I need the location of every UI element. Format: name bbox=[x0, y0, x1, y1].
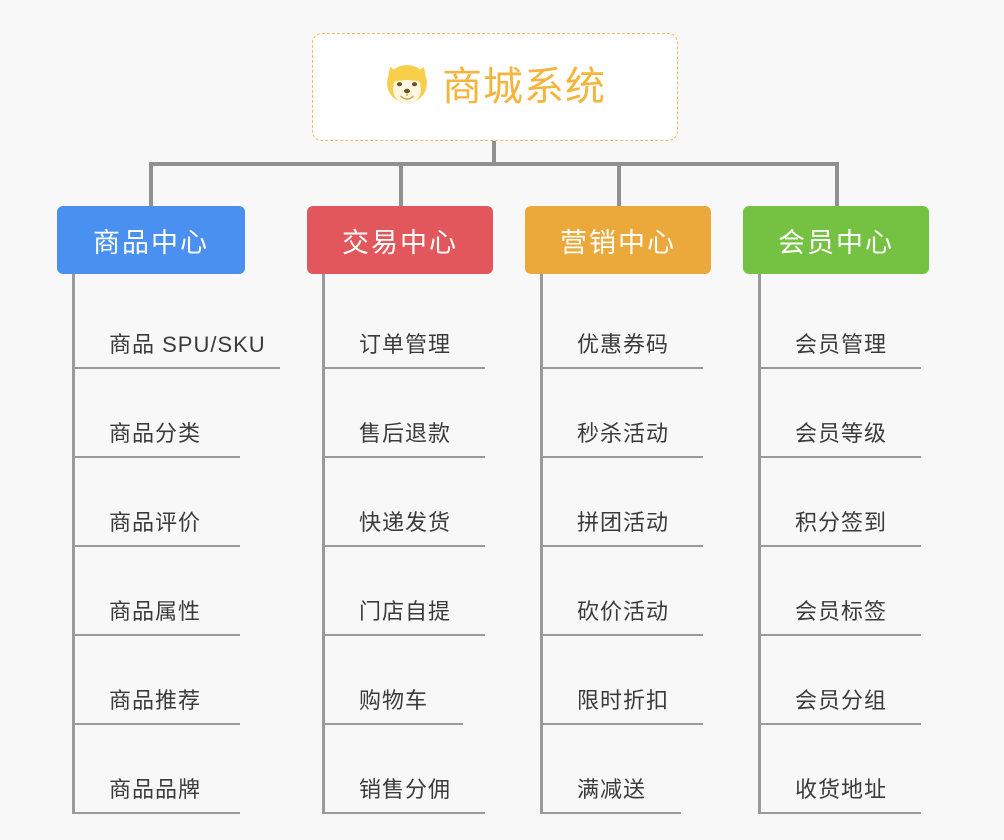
category-label: 营销中心 bbox=[560, 227, 676, 258]
category-label: 商品中心 bbox=[93, 227, 209, 258]
leaf-label: 商品分类 bbox=[109, 420, 202, 446]
branch-column-product-center: 商品中心 商品 SPU/SKU 商品分类 商品评价 商品属性 商品推荐 bbox=[57, 206, 280, 814]
leaf-label: 满减送 bbox=[577, 776, 647, 802]
list-item[interactable]: 商品分类 bbox=[75, 369, 266, 458]
branch-column-marketing-center: 营销中心 优惠券码 秒杀活动 拼团活动 砍价活动 限时折扣 bbox=[525, 206, 711, 814]
connector-drop-1 bbox=[149, 162, 153, 206]
leaf-label: 拼团活动 bbox=[577, 509, 670, 535]
leaf-underline bbox=[75, 456, 240, 458]
leaf-underline bbox=[325, 456, 485, 458]
list-item[interactable]: 商品属性 bbox=[75, 547, 266, 636]
list-item[interactable]: 拼团活动 bbox=[543, 458, 711, 547]
leaf-underline bbox=[75, 812, 240, 814]
leaf-label: 商品属性 bbox=[109, 598, 202, 624]
root-node[interactable]: 商城系统 bbox=[312, 33, 678, 141]
leaf-label: 商品 SPU/SKU bbox=[109, 331, 266, 357]
list-item[interactable]: 积分签到 bbox=[761, 458, 929, 547]
leaf-underline bbox=[325, 545, 485, 547]
leaf-list-member-center: 会员管理 会员等级 积分签到 会员标签 会员分组 收货地址 bbox=[758, 274, 929, 814]
list-item[interactable]: 商品品牌 bbox=[75, 725, 266, 814]
category-box-member-center[interactable]: 会员中心 bbox=[743, 206, 929, 274]
leaf-label: 砍价活动 bbox=[577, 598, 670, 624]
list-item[interactable]: 优惠券码 bbox=[543, 280, 711, 369]
list-item[interactable]: 商品 SPU/SKU bbox=[75, 280, 280, 369]
leaf-list-trade-center: 订单管理 售后退款 快递发货 门店自提 购物车 销售分佣 bbox=[322, 274, 493, 814]
leaf-underline bbox=[325, 723, 463, 725]
leaf-underline bbox=[543, 456, 703, 458]
branch-column-trade-center: 交易中心 订单管理 售后退款 快递发货 门店自提 购物车 bbox=[307, 206, 493, 814]
leaf-underline bbox=[761, 812, 921, 814]
list-item[interactable]: 秒杀活动 bbox=[543, 369, 711, 458]
leaf-label: 优惠券码 bbox=[577, 331, 670, 357]
branch-column-member-center: 会员中心 会员管理 会员等级 积分签到 会员标签 会员分组 bbox=[743, 206, 929, 814]
leaf-label: 会员管理 bbox=[795, 331, 888, 357]
list-item[interactable]: 商品推荐 bbox=[75, 636, 266, 725]
category-label: 交易中心 bbox=[342, 227, 458, 258]
leaf-underline bbox=[543, 367, 703, 369]
list-item[interactable]: 限时折扣 bbox=[543, 636, 711, 725]
leaf-label: 会员等级 bbox=[795, 420, 888, 446]
leaf-label: 限时折扣 bbox=[577, 687, 670, 713]
leaf-label: 商品评价 bbox=[109, 509, 202, 535]
list-item[interactable]: 购物车 bbox=[325, 636, 493, 725]
leaf-label: 商品品牌 bbox=[109, 776, 202, 802]
list-item[interactable]: 砍价活动 bbox=[543, 547, 711, 636]
leaf-underline bbox=[761, 634, 921, 636]
leaf-underline bbox=[543, 812, 681, 814]
leaf-label: 快递发货 bbox=[359, 509, 452, 535]
leaf-label: 秒杀活动 bbox=[577, 420, 670, 446]
leaf-label: 订单管理 bbox=[359, 331, 452, 357]
leaf-underline bbox=[75, 545, 240, 547]
shiba-inu-dog-icon bbox=[384, 65, 430, 109]
leaf-underline bbox=[543, 545, 703, 547]
leaf-label: 会员分组 bbox=[795, 687, 888, 713]
leaf-underline bbox=[543, 723, 703, 725]
list-item[interactable]: 商品评价 bbox=[75, 458, 266, 547]
category-box-trade-center[interactable]: 交易中心 bbox=[307, 206, 493, 274]
leaf-underline bbox=[325, 634, 485, 636]
list-item[interactable]: 售后退款 bbox=[325, 369, 493, 458]
leaf-underline bbox=[761, 723, 921, 725]
leaf-underline bbox=[325, 367, 485, 369]
list-item[interactable]: 会员分组 bbox=[761, 636, 929, 725]
connector-drop-3 bbox=[617, 162, 621, 206]
leaf-label: 售后退款 bbox=[359, 420, 452, 446]
leaf-underline bbox=[761, 367, 921, 369]
list-item[interactable]: 门店自提 bbox=[325, 547, 493, 636]
leaf-label: 商品推荐 bbox=[109, 687, 202, 713]
connector-horizontal-bus bbox=[149, 162, 839, 166]
list-item[interactable]: 快递发货 bbox=[325, 458, 493, 547]
leaf-underline bbox=[75, 723, 240, 725]
list-item[interactable]: 收货地址 bbox=[761, 725, 929, 814]
leaf-label: 收货地址 bbox=[795, 776, 888, 802]
leaf-underline bbox=[75, 367, 280, 369]
list-item[interactable]: 满减送 bbox=[543, 725, 711, 814]
leaf-underline bbox=[543, 634, 703, 636]
root-title: 商城系统 bbox=[442, 65, 606, 109]
leaf-label: 门店自提 bbox=[359, 598, 452, 624]
leaf-list-product-center: 商品 SPU/SKU 商品分类 商品评价 商品属性 商品推荐 商品品牌 bbox=[72, 274, 280, 814]
category-box-product-center[interactable]: 商品中心 bbox=[57, 206, 245, 274]
leaf-label: 积分签到 bbox=[795, 509, 888, 535]
leaf-label: 购物车 bbox=[359, 687, 429, 713]
connector-drop-2 bbox=[399, 162, 403, 206]
leaf-underline bbox=[75, 634, 240, 636]
connector-drop-4 bbox=[835, 162, 839, 206]
category-box-marketing-center[interactable]: 营销中心 bbox=[525, 206, 711, 274]
list-item[interactable]: 会员管理 bbox=[761, 280, 929, 369]
list-item[interactable]: 销售分佣 bbox=[325, 725, 493, 814]
leaf-underline bbox=[761, 456, 921, 458]
connector-root-stem bbox=[492, 141, 496, 165]
list-item[interactable]: 订单管理 bbox=[325, 280, 493, 369]
leaf-list-marketing-center: 优惠券码 秒杀活动 拼团活动 砍价活动 限时折扣 满减送 bbox=[540, 274, 711, 814]
leaf-label: 销售分佣 bbox=[359, 776, 452, 802]
list-item[interactable]: 会员标签 bbox=[761, 547, 929, 636]
list-item[interactable]: 会员等级 bbox=[761, 369, 929, 458]
leaf-underline bbox=[325, 812, 485, 814]
category-label: 会员中心 bbox=[778, 227, 894, 258]
leaf-underline bbox=[761, 545, 921, 547]
leaf-label: 会员标签 bbox=[795, 598, 888, 624]
